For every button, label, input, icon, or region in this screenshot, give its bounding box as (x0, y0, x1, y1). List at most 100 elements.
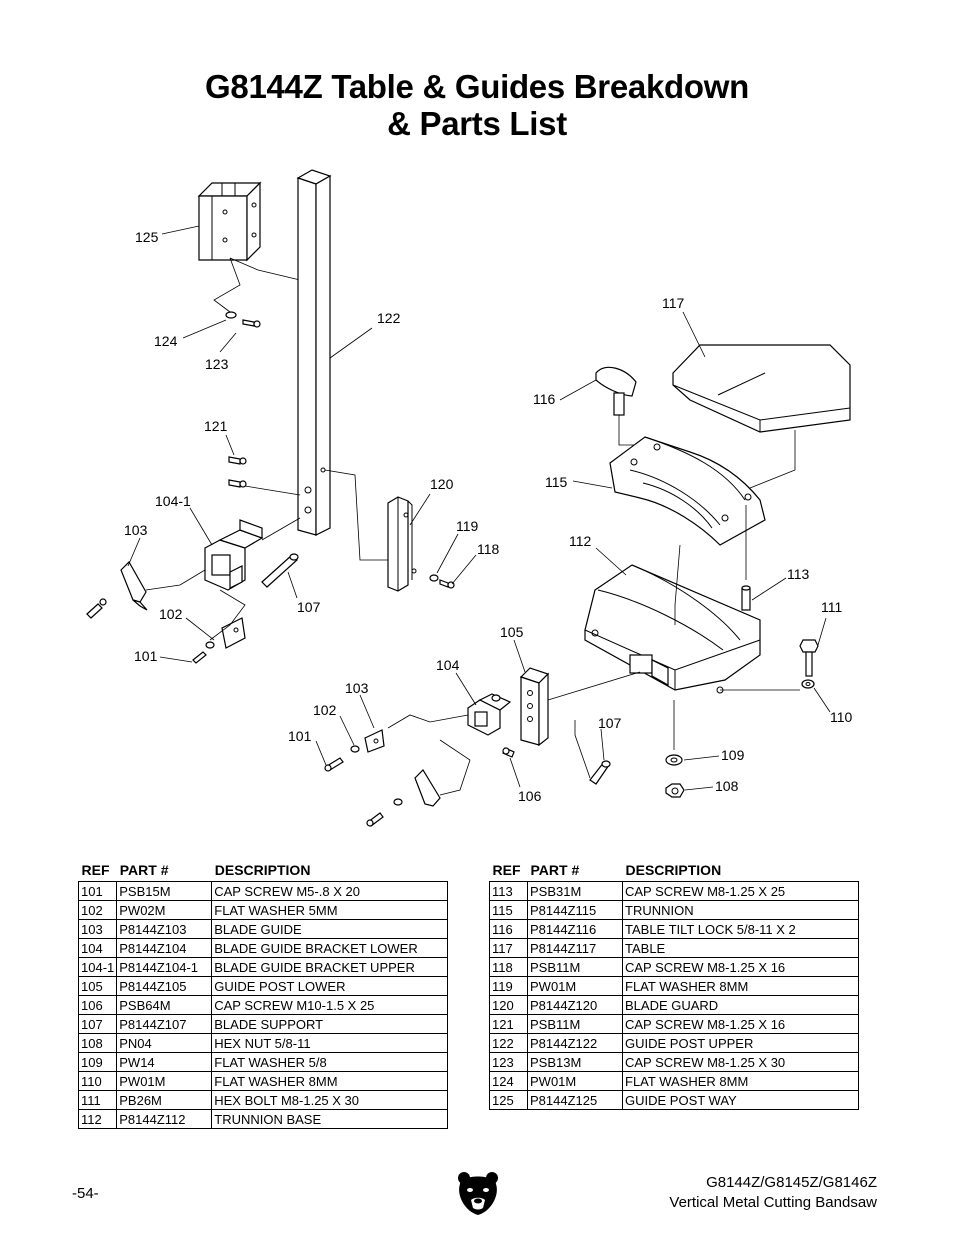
callout-112: 112 (569, 533, 592, 549)
part-113-cap-screw (741, 585, 751, 611)
cell-part: P8144Z116 (527, 919, 623, 939)
cell-part: P8144Z104-1 (116, 957, 213, 977)
cell-ref: 104-1 (77, 957, 118, 977)
part-119-washer (429, 574, 439, 582)
part-106-cap-screw (502, 747, 515, 758)
cell-part: P8144Z122 (527, 1033, 623, 1053)
cell-part: P8144Z112 (116, 1109, 213, 1129)
callout-113: 113 (787, 566, 810, 582)
cell-part: PW01M (527, 976, 623, 996)
cell-description: HEX BOLT M8-1.25 X 30 (211, 1090, 449, 1110)
callout-123: 123 (205, 356, 229, 372)
cell-part: P8144Z104 (116, 938, 213, 958)
callout-122: 122 (377, 310, 401, 326)
part-105-guide-post-lower (519, 667, 550, 747)
page-title: G8144Z Table & Guides Breakdown & Parts … (0, 68, 954, 142)
part-121-cap-screw (228, 456, 247, 488)
cell-ref: 112 (77, 1109, 118, 1129)
cell-description: GUIDE POST WAY (622, 1090, 859, 1110)
callout-106: 106 (518, 788, 542, 804)
part-117-table (672, 344, 851, 433)
cell-ref: 107 (77, 1014, 118, 1034)
grizzly-bear-logo-icon (458, 1172, 498, 1215)
cell-ref: 106 (77, 995, 118, 1015)
header-description: DESCRIPTION (214, 862, 311, 878)
part-103-blade-guide-bottom (414, 769, 441, 807)
callout-labels: 125 124 123 122 121 104-1 103 102 101 10… (124, 229, 853, 804)
cell-description: GUIDE POST LOWER (211, 976, 449, 996)
cell-ref: 103 (77, 919, 118, 939)
cell-description: TABLE TILT LOCK 5/8-11 X 2 (622, 919, 859, 939)
cell-ref: 119 (489, 976, 528, 996)
part-103-blade-guide-upper (120, 561, 148, 611)
cell-part: PW14 (116, 1052, 213, 1072)
cell-part: PSB11M (527, 957, 623, 977)
part-101-cap-screw-bottom (366, 798, 403, 827)
callout-121: 121 (204, 418, 228, 434)
part-107-blade-support-upper (261, 553, 299, 588)
cell-ref: 117 (489, 938, 528, 958)
part-107-blade-support-lower (589, 760, 611, 785)
cell-ref: 109 (77, 1052, 118, 1072)
cell-ref: 111 (77, 1090, 118, 1110)
header-part: PART # (119, 862, 169, 878)
callout-115: 115 (545, 474, 568, 490)
header-description: DESCRIPTION (625, 862, 722, 878)
callout-107-lower: 107 (598, 715, 622, 731)
cell-description: FLAT WASHER 5MM (211, 900, 449, 920)
title-line-2: & Parts List (387, 105, 567, 142)
cell-part: PB26M (116, 1090, 213, 1110)
cell-part: PSB11M (527, 1014, 623, 1034)
cell-ref: 115 (489, 900, 528, 920)
callout-104-1: 104-1 (155, 493, 191, 509)
cell-ref: 124 (489, 1071, 528, 1091)
callout-108: 108 (715, 778, 739, 794)
callout-109: 109 (721, 747, 745, 763)
cell-ref: 105 (77, 976, 118, 996)
page-number: -54- (72, 1185, 99, 1202)
callout-110: 110 (830, 709, 853, 725)
part-104-bracket-lower (467, 693, 512, 736)
cell-description: FLAT WASHER 8MM (622, 1071, 859, 1091)
part-115-trunnion (609, 436, 766, 546)
cell-part: PW01M (116, 1071, 213, 1091)
cell-part: P8144Z115 (527, 900, 623, 920)
cell-part: P8144Z105 (116, 976, 213, 996)
footer-models: G8144Z/G8145Z/G8146Z (706, 1174, 877, 1191)
cell-ref: 121 (489, 1014, 528, 1034)
part-122-guide-post-upper (296, 169, 332, 536)
cell-description: CAP SCREW M8-1.25 X 16 (622, 1014, 859, 1034)
cell-part: PW01M (527, 1071, 623, 1091)
part-104-1-bracket-upper (204, 519, 264, 591)
part-112-trunnion-base (584, 564, 761, 694)
cell-ref: 102 (77, 900, 118, 920)
part-103-blade-guide-lower (364, 729, 385, 753)
cell-description: BLADE SUPPORT (211, 1014, 449, 1034)
cell-ref: 118 (489, 957, 528, 977)
cell-description: HEX NUT 5/8-11 (211, 1033, 449, 1053)
table-header-row: REF PART # DESCRIPTION (79, 862, 448, 882)
footer-model-info: G8144Z/G8145Z/G8146Z Vertical Metal Cutt… (669, 1173, 877, 1213)
part-111-hex-bolt (799, 639, 819, 677)
cell-ref: 113 (489, 881, 528, 901)
cell-ref: 125 (489, 1090, 528, 1110)
part-108-hex-nut (665, 783, 685, 798)
cell-description: FLAT WASHER 5/8 (211, 1052, 449, 1072)
part-120-blade-guard (387, 496, 417, 592)
cell-description: GUIDE POST UPPER (622, 1033, 859, 1053)
cell-part: P8144Z103 (116, 919, 213, 939)
